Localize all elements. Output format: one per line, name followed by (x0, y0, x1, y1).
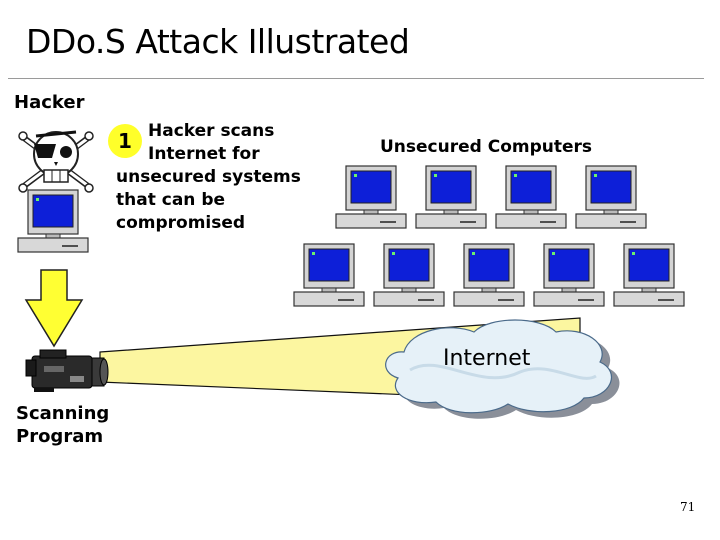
unsecured-computer-icon (415, 165, 487, 229)
step-line-5: compromised (116, 213, 246, 233)
internet-cloud (385, 319, 620, 419)
down-arrow (24, 269, 84, 348)
step-badge: 1 (108, 124, 142, 158)
hacker-computer-icon (17, 189, 89, 253)
step-line-2: Internet for (148, 144, 260, 164)
step-description: Hacker scans Internet for unsecured syst… (116, 120, 316, 235)
internet-label: Internet (443, 346, 531, 371)
scanning-label-line-1: Scanning (16, 403, 110, 424)
hacker-label: Hacker (14, 92, 85, 113)
unsecured-computer-icon (335, 165, 407, 229)
title-divider (8, 78, 704, 79)
unsecured-computer-icon (453, 243, 525, 307)
step-line-3: unsecured systems (116, 167, 301, 187)
skull-crossbones-icon (18, 130, 94, 193)
unsecured-computers-label: Unsecured Computers (380, 137, 593, 157)
unsecured-computer-icon (533, 243, 605, 307)
unsecured-computer-icon (495, 165, 567, 229)
page-number: 71 (680, 500, 696, 514)
video-camera-icon (25, 349, 109, 392)
unsecured-computer-icon (373, 243, 445, 307)
scanning-label-line-2: Program (16, 426, 104, 447)
unsecured-computer-icon (293, 243, 365, 307)
slide-title: DDo.S Attack Illustrated (26, 22, 410, 61)
step-line-4: that can be (116, 190, 226, 210)
step-line-1: Hacker scans (148, 121, 275, 141)
unsecured-computer-icon (575, 165, 647, 229)
unsecured-computer-icon (613, 243, 685, 307)
scanning-program-label: Scanning Program (16, 402, 109, 448)
